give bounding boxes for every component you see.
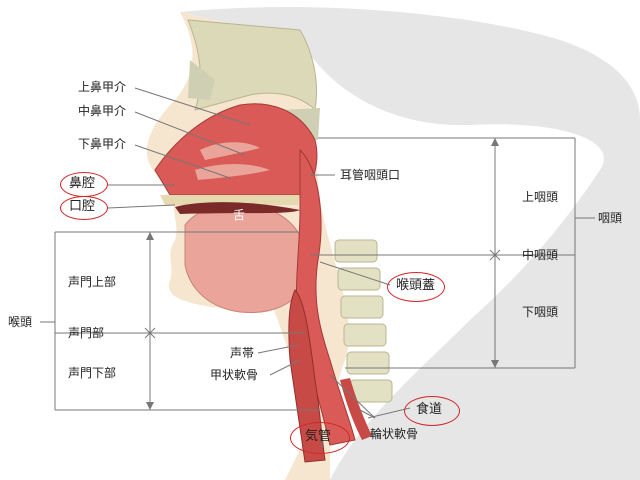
label-pharynx: 咽頭 xyxy=(598,211,623,225)
label-inferior-turbinate: 下鼻甲介 xyxy=(78,137,127,151)
label-glottis: 声門部 xyxy=(68,326,105,340)
tongue-shape xyxy=(184,204,308,314)
label-superior-turbinate: 上鼻甲介 xyxy=(78,80,127,94)
label-cricoid-cartilage: 輪状軟骨 xyxy=(370,427,419,441)
label-hypopharynx: 下咽頭 xyxy=(522,305,559,319)
label-middle-turbinate: 中鼻甲介 xyxy=(78,104,127,118)
head-silhouette xyxy=(180,7,640,480)
label-nasal-cavity: 鼻腔 xyxy=(69,176,96,191)
label-vocal-cord: 声帯 xyxy=(230,346,255,360)
turbinates xyxy=(195,142,270,180)
highlight-trachea xyxy=(290,422,350,454)
label-larynx: 喉頭 xyxy=(8,315,33,329)
highlight-esophagus xyxy=(404,396,460,426)
spine xyxy=(334,239,393,403)
label-tongue: 舌 xyxy=(233,208,246,222)
palate xyxy=(160,195,300,205)
label-eustachian-opening: 耳管咽頭口 xyxy=(340,168,401,182)
bracket-arrows xyxy=(146,138,499,410)
label-esophagus: 食道 xyxy=(416,402,443,417)
leader-lines xyxy=(40,87,595,448)
label-supraglottis: 声門上部 xyxy=(68,275,117,289)
label-oropharynx: 中咽頭 xyxy=(522,248,559,262)
highlight-epiglottis xyxy=(387,272,445,302)
skull-bone xyxy=(187,19,318,112)
label-trachea: 気管 xyxy=(305,429,332,444)
esophagus-shape xyxy=(340,378,372,440)
label-nasopharynx: 上咽頭 xyxy=(522,190,559,204)
label-thyroid-cartilage: 甲状軟骨 xyxy=(210,368,259,382)
label-subglottis: 声門下部 xyxy=(68,366,117,380)
sinus-gray xyxy=(188,60,215,100)
highlight-oral-cavity xyxy=(60,196,108,220)
label-epiglottis: 喉頭蓋 xyxy=(396,278,436,293)
label-oral-cavity: 口腔 xyxy=(69,199,96,214)
oral-gap xyxy=(175,202,300,214)
